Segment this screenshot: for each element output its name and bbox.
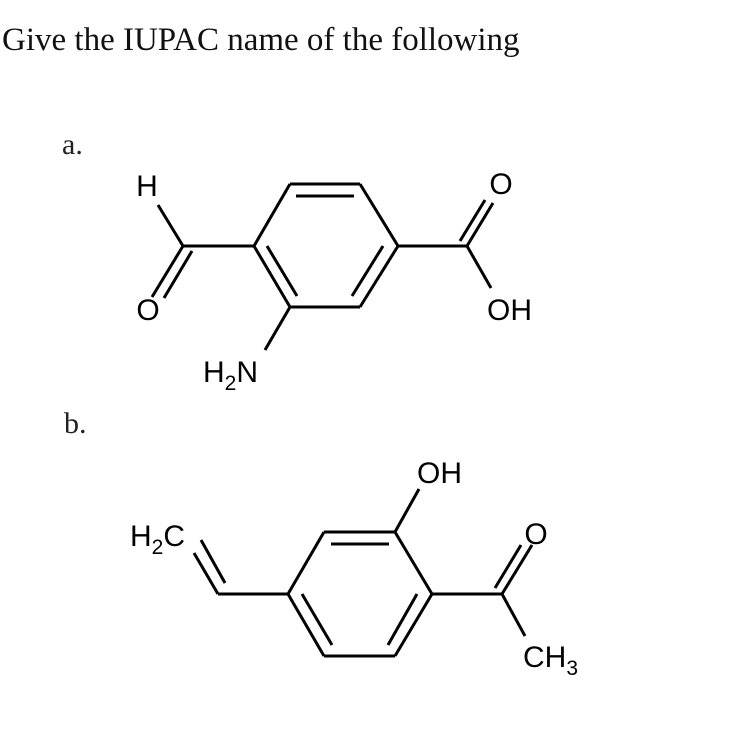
- vinyl-label: H2C: [130, 520, 185, 559]
- vinyl-group: [192, 539, 288, 596]
- acid-oh-group: OH: [487, 294, 532, 327]
- acetyl-group: [432, 544, 534, 637]
- aldehyde-h-atom: H: [136, 170, 158, 203]
- amine-n: N: [236, 356, 258, 389]
- methyl-ch: CH: [523, 641, 566, 674]
- question-prompt: Give the IUPAC name of the following: [2, 22, 520, 58]
- benzene-ring-a: [252, 182, 400, 309]
- amine-subscript: 2: [225, 372, 237, 395]
- vinyl-h: H: [130, 520, 152, 553]
- methyl-label: CH3: [523, 641, 578, 680]
- amine-bond: [263, 306, 292, 351]
- aldehyde-o-atom: O: [136, 294, 159, 327]
- methyl-subscript: 3: [566, 657, 578, 680]
- vinyl-subscript: 2: [152, 536, 164, 559]
- amine-label: H2N: [203, 356, 258, 395]
- item-label-a: a.: [62, 128, 83, 161]
- carboxylic-acid-group: [398, 199, 495, 289]
- vinyl-c: C: [163, 520, 185, 553]
- benzene-ring-b: [286, 530, 434, 658]
- ketone-o-atom: O: [524, 518, 547, 551]
- item-label-b: b.: [64, 407, 87, 440]
- hydroxyl-group: OH: [417, 457, 462, 490]
- acid-o-atom: O: [489, 168, 512, 201]
- aldehyde-group: [150, 204, 254, 299]
- hydroxyl-bond: [393, 488, 421, 533]
- amine-h: H: [203, 356, 225, 389]
